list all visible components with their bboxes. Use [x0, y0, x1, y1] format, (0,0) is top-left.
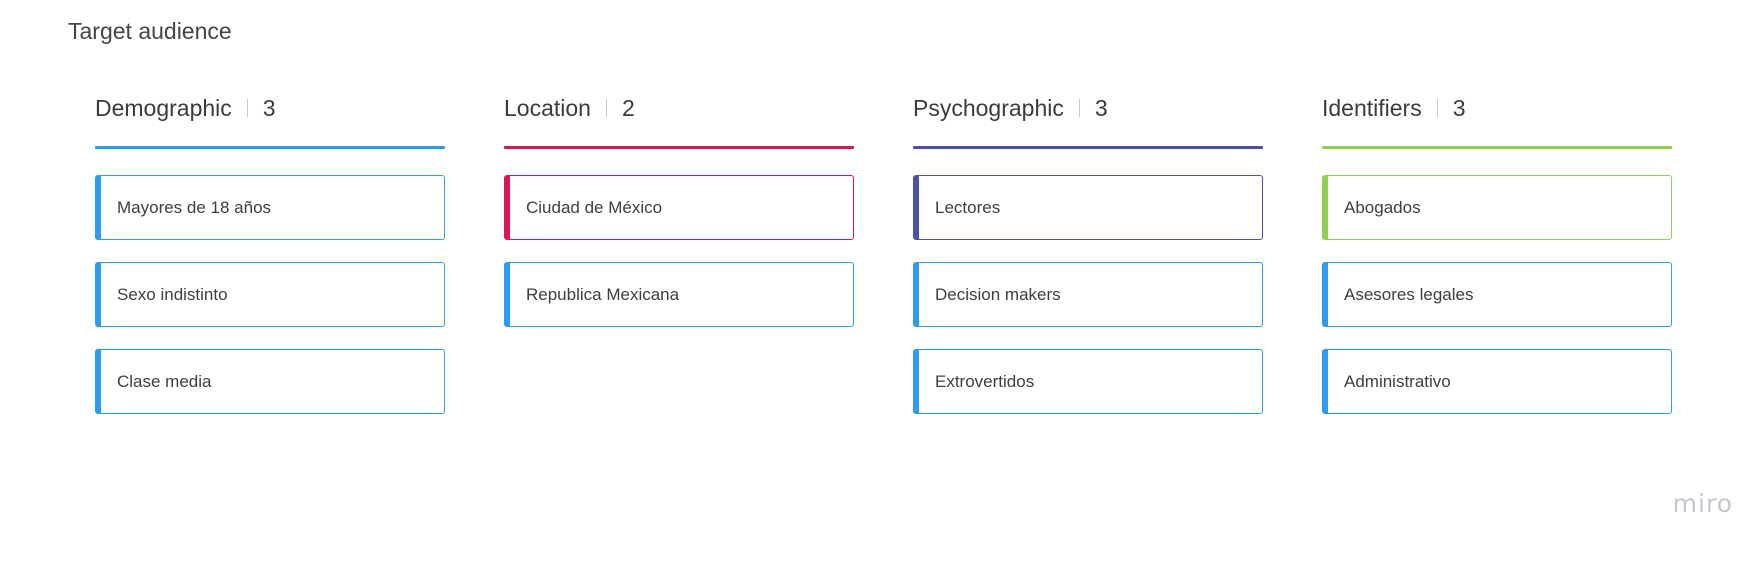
column-rule: [95, 146, 445, 149]
column-rule: [1322, 146, 1672, 149]
column-title: Location: [504, 94, 591, 121]
column-header: Demographic 3: [95, 88, 445, 128]
column-header-divider: [246, 99, 248, 117]
card-item[interactable]: Asesores legales: [1322, 262, 1672, 327]
column-count: 3: [262, 94, 276, 121]
card-item[interactable]: Lectores: [913, 175, 1263, 240]
card-label: Republica Mexicana: [526, 284, 680, 304]
card-item[interactable]: Administrativo: [1322, 349, 1672, 414]
card-label: Asesores legales: [1344, 284, 1474, 304]
card-label: Clase media: [117, 371, 212, 391]
column-header-divider: [1436, 99, 1438, 117]
card-item[interactable]: Sexo indistinto: [95, 262, 445, 327]
column-title: Psychographic: [913, 94, 1064, 121]
column-count: 2: [621, 94, 635, 121]
column-header: Identifiers 3: [1322, 88, 1672, 128]
card-item[interactable]: Republica Mexicana: [504, 262, 854, 327]
column-title: Identifiers: [1322, 94, 1422, 121]
card-label: Abogados: [1344, 197, 1421, 217]
card-item[interactable]: Decision makers: [913, 262, 1263, 327]
column-count: 3: [1094, 94, 1108, 121]
card-label: Ciudad de México: [526, 197, 663, 217]
column-header: Location 2: [504, 88, 854, 128]
column-header-divider: [605, 99, 607, 117]
card-label: Decision makers: [935, 284, 1061, 304]
column-rule: [913, 146, 1263, 149]
column-title: Demographic: [95, 94, 232, 121]
card-item[interactable]: Mayores de 18 años: [95, 175, 445, 240]
column-header-divider: [1078, 99, 1080, 117]
column-count: 3: [1452, 94, 1466, 121]
column-identifiers: Identifiers 3 Abogados Asesores legales …: [1322, 88, 1672, 436]
card-label: Administrativo: [1344, 371, 1451, 391]
card-item[interactable]: Ciudad de México: [504, 175, 854, 240]
card-label: Sexo indistinto: [117, 284, 228, 304]
card-item[interactable]: Extrovertidos: [913, 349, 1263, 414]
miro-logo: miro: [1672, 489, 1733, 518]
column-header: Psychographic 3: [913, 88, 1263, 128]
card-label: Lectores: [935, 197, 1001, 217]
card-label: Extrovertidos: [935, 371, 1035, 391]
card-item[interactable]: Abogados: [1322, 175, 1672, 240]
card-item[interactable]: Clase media: [95, 349, 445, 414]
columns-container: Demographic 3 Mayores de 18 años Sexo in…: [95, 88, 1672, 436]
column-location: Location 2 Ciudad de México Republica Me…: [504, 88, 854, 436]
column-demographic: Demographic 3 Mayores de 18 años Sexo in…: [95, 88, 445, 436]
page-title: Target audience: [68, 18, 232, 44]
column-psychographic: Psychographic 3 Lectores Decision makers…: [913, 88, 1263, 436]
card-label: Mayores de 18 años: [117, 197, 272, 217]
column-rule: [504, 146, 854, 149]
